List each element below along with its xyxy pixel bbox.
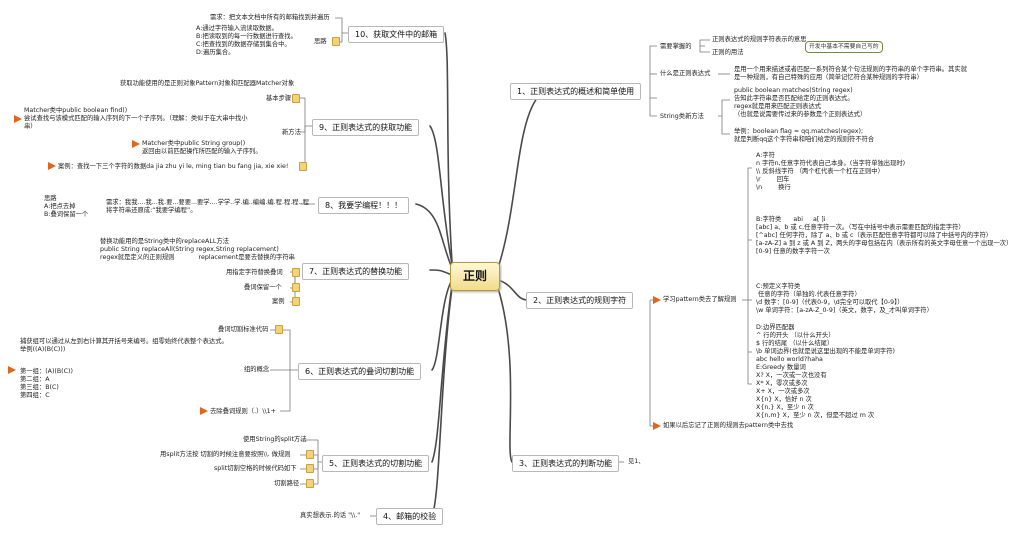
- b9-case: 案例：查找一下三个字符的数据da jia zhu yi le, ming tia…: [58, 163, 289, 170]
- note-icon: [306, 479, 314, 488]
- b5-path: 切割路径: [274, 480, 300, 487]
- b10-idea: 思路: [314, 38, 327, 45]
- note-icon: [306, 450, 314, 459]
- b5-dot: 用split方法按 切割的时候注意要按照\\. 做规则: [160, 451, 291, 458]
- note-icon: [292, 94, 300, 103]
- topic-2[interactable]: 2、正则表达式的规则字符: [526, 292, 634, 309]
- b8-idea: 思路 A:把点去掉 B:叠词保留一个: [44, 195, 89, 218]
- b7-desc: 替换功能用的是String类中的replaceALL方法 public Stri…: [100, 238, 295, 261]
- topic-10[interactable]: 10、获取文件中的邮箱: [348, 26, 445, 43]
- flag-icon: [132, 140, 140, 148]
- b2-boundary: D:边界匹配器 ^ 行的开头 （以什么开头） $ 行的结尾 （以什么结尾） \b…: [756, 324, 895, 363]
- central-topic[interactable]: 正则: [450, 262, 500, 291]
- topic-3[interactable]: 3、正则表达式的判断功能: [512, 455, 620, 472]
- note-icon: [299, 162, 307, 171]
- b2-chars: A:字符 n 字符n,任意字符代表自己本身。(当字符单独出现时) \\ 反斜线字…: [756, 152, 906, 191]
- b1-callout: 开发中基本不需要自己写的: [805, 41, 883, 53]
- b1-need-usage: 正则的用法: [712, 49, 744, 56]
- flag-icon: [653, 296, 661, 304]
- flag-icon: [48, 162, 56, 170]
- b6-code: 叠词切割标准代码: [218, 326, 269, 333]
- b6-groups: 第一组：(A)(B(C)) 第二组：A 第三组：B(C) 第四组：C: [20, 368, 73, 399]
- b5-space: split切割空格的时候代码如下: [214, 465, 297, 472]
- note-icon: [332, 37, 340, 46]
- b2-learn: 学习pattern类去了解规则: [663, 296, 737, 303]
- flag-icon: [14, 115, 22, 123]
- b9-newm: 新方法: [282, 129, 301, 136]
- b6-group: 组的概念: [244, 366, 270, 373]
- note-icon: [275, 325, 283, 334]
- b6-group-desc: 捕获组可以通过从左到右计算其开括号来编号。组零始终代表整个表达式。 举例((A)…: [20, 338, 228, 353]
- b10-steps: A:通过字符输入流读取数据。 B:把读取到的每一行数据进行查找。 C:把查找到的…: [196, 25, 297, 56]
- flag-icon: [200, 407, 208, 415]
- flag-icon: [653, 422, 661, 430]
- flag-icon: [8, 366, 16, 374]
- b2-forgot: 如果以后忘记了正则的规则去pattern类中去找: [663, 422, 794, 429]
- b7-keep-one: 叠词保留一个: [244, 284, 282, 291]
- note-icon: [292, 297, 300, 306]
- b4-note: 真实想表示.的话 "\\.": [300, 512, 361, 519]
- b10-req: 需求：把文本文档中所有的邮箱找到并遍历: [210, 14, 330, 21]
- b9-intro: 获取功能使用的是正则对象Pattern对象和匹配器Matcher对象: [120, 80, 295, 87]
- b2-predefined: C:预定义字符类 任意的字符（单独的.代表任意字符） \d 数字：[0-9]（代…: [756, 283, 933, 314]
- b2-greedy: E:Greedy 数量词 X? X，一次或一次也没有 X* X，零次或多次 X+…: [756, 364, 875, 419]
- topic-9[interactable]: 9、正则表达式的获取功能: [312, 119, 420, 136]
- b1-what-desc: 是用一个用来描述或者匹配一系列符合某个句法规则的字符串的单个字符串。其实就 是一…: [734, 66, 967, 81]
- topic-5[interactable]: 5、正则表达式的切割功能: [322, 455, 430, 472]
- note-icon: [292, 283, 300, 292]
- b8-req: 需求：我我....我...我.要...要要...要学....学学..学.编..编…: [106, 199, 309, 214]
- topic-1[interactable]: 1、正则表达式的概述和简单使用: [510, 83, 642, 100]
- topic-8[interactable]: 8、我要学编程！！！: [318, 197, 410, 214]
- b1-example: 举例：boolean flag = qq.matches(regex); 就是判…: [734, 128, 875, 143]
- b1-string-label: String类新方法: [660, 113, 704, 120]
- b2-char-class: B:字符类 abi a[ ]i [abc] a、b 或 c,任意字符一次。（写在…: [756, 216, 1013, 255]
- b9-find: Matcher类中public boolean find() 尝试查找与该模式匹…: [24, 107, 248, 130]
- b1-need-rules: 正则表达式的规则字符表示的意思: [712, 36, 807, 43]
- b1-string-desc: public boolean matches(String regex) 告知此…: [734, 87, 867, 118]
- topic-6[interactable]: 6、正则表达式的叠词切割功能: [298, 363, 422, 380]
- b7-case: 案例: [272, 298, 285, 305]
- topic-7[interactable]: 7、正则表达式的替换功能: [302, 263, 410, 280]
- b9-group: Matcher类中public String group() 返回由以前匹配操作…: [142, 140, 262, 155]
- b9-steps: 基本步骤: [266, 95, 292, 102]
- note-icon: [292, 268, 300, 277]
- b7-replace-dup: 用指定字符替换叠词: [226, 269, 283, 276]
- b3-see: 见1、: [628, 458, 645, 465]
- note-icon: [306, 464, 314, 473]
- b5-split: 使用String的split方法: [243, 436, 307, 443]
- b1-need-label: 需要掌握的: [660, 43, 692, 50]
- b6-remove: 去除叠词规则（.）\\1+: [210, 408, 276, 415]
- b1-what-label: 什么是正则表达式: [660, 70, 711, 77]
- topic-4[interactable]: 4、邮箱的校验: [376, 508, 444, 525]
